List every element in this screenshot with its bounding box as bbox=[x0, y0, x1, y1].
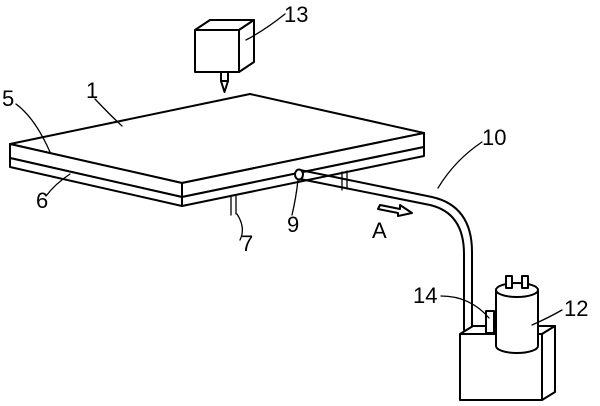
label-14: 14 bbox=[413, 283, 437, 308]
plate-assembly bbox=[9, 93, 425, 207]
pump-cylinder bbox=[495, 275, 539, 354]
label-1: 1 bbox=[86, 78, 98, 103]
label-A: A bbox=[372, 218, 387, 243]
label-10: 10 bbox=[482, 125, 506, 150]
label-6: 6 bbox=[36, 188, 48, 213]
nozzle-joint bbox=[294, 168, 304, 181]
leader-lines bbox=[15, 13, 563, 326]
label-12: 12 bbox=[564, 296, 588, 321]
pipe bbox=[299, 169, 473, 331]
valve bbox=[485, 310, 495, 334]
label-5: 5 bbox=[2, 86, 14, 111]
label-13: 13 bbox=[284, 2, 308, 27]
sensor-unit bbox=[194, 19, 255, 93]
flow-arrow bbox=[377, 204, 413, 217]
label-9: 9 bbox=[287, 212, 299, 237]
label-7: 7 bbox=[241, 231, 253, 256]
